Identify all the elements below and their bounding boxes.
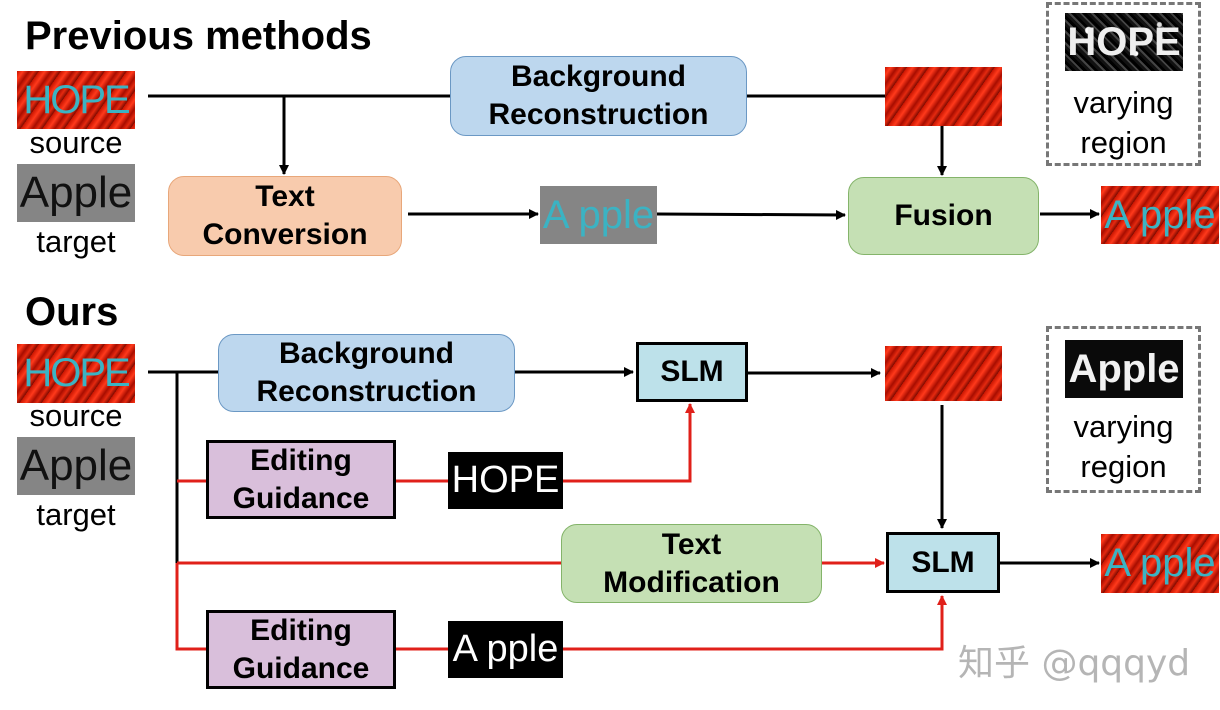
- bottom-output-image: A pple: [1101, 534, 1219, 593]
- previous-methods-heading: Previous methods: [25, 14, 372, 58]
- top-varying-region-label: varying region: [1073, 85, 1174, 160]
- apple-mask-image-text: A pple: [452, 628, 559, 670]
- slm-box-bottom: SLM: [886, 532, 1000, 593]
- bottom-varying-region-image-text: Apple: [1068, 346, 1180, 391]
- top-target-image-text: Apple: [19, 168, 133, 217]
- top-target-label: target: [36, 224, 116, 259]
- top-source-image: HOPE: [17, 71, 135, 129]
- bottom-background-image: [885, 346, 1002, 401]
- bottom-target-image-text: Apple: [19, 441, 133, 490]
- hope-mask-image-text: HOPE: [451, 459, 560, 501]
- bottom-output-image-text: A pple: [1104, 541, 1216, 585]
- top-varying-region-image: HOPE: [1065, 13, 1183, 71]
- bottom-varying-region-frame: Apple varying region: [1046, 326, 1201, 493]
- top-arrow-text-to-fusion: [656, 209, 846, 220]
- top-varying-region-frame: HOPE varying region: [1046, 2, 1201, 166]
- converted-text-image: A pple: [540, 186, 657, 244]
- top-background-image: [885, 67, 1002, 126]
- top-background-reconstruction-box: Background Reconstruction: [450, 56, 747, 136]
- editing-guidance-box-1: Editing Guidance: [206, 440, 396, 519]
- ours-heading: Ours: [25, 290, 119, 334]
- top-source-image-text: HOPE: [23, 77, 130, 122]
- bottom-target-label: target: [36, 497, 116, 532]
- red-arrow-mask1-to-slm1: [563, 403, 695, 483]
- converted-text-image-text: A pple: [542, 192, 655, 237]
- editing-guidance-box-2: Editing Guidance: [206, 610, 396, 689]
- fusion-box: Fusion: [848, 177, 1039, 255]
- bottom-source-image: HOPE: [17, 344, 135, 403]
- top-target-image: Apple: [17, 164, 135, 222]
- bottom-target-image: Apple: [17, 437, 135, 495]
- slm-box-top: SLM: [636, 342, 748, 402]
- text-modification-box: Text Modification: [561, 524, 822, 603]
- bottom-source-image-text: HOPE: [23, 351, 130, 395]
- top-output-image-text: A pple: [1104, 192, 1216, 237]
- hope-mask-image: HOPE: [448, 452, 563, 509]
- top-source-label: source: [29, 125, 123, 160]
- bottom-varying-region-label: varying region: [1073, 409, 1174, 484]
- red-arrow-mask2-to-slm2: [563, 595, 947, 651]
- watermark-text: 知乎 @qqqyd: [958, 643, 1191, 684]
- bottom-source-label: source: [29, 398, 123, 433]
- apple-mask-image: A pple: [448, 621, 563, 678]
- top-output-image: A pple: [1101, 186, 1219, 244]
- red-trunk-lower: [175, 563, 206, 651]
- top-varying-region-image-text: HOPE: [1067, 19, 1181, 64]
- bottom-background-reconstruction-box: Background Reconstruction: [218, 334, 515, 412]
- text-conversion-box: Text Conversion: [168, 176, 402, 256]
- bottom-varying-region-image: Apple: [1065, 340, 1183, 398]
